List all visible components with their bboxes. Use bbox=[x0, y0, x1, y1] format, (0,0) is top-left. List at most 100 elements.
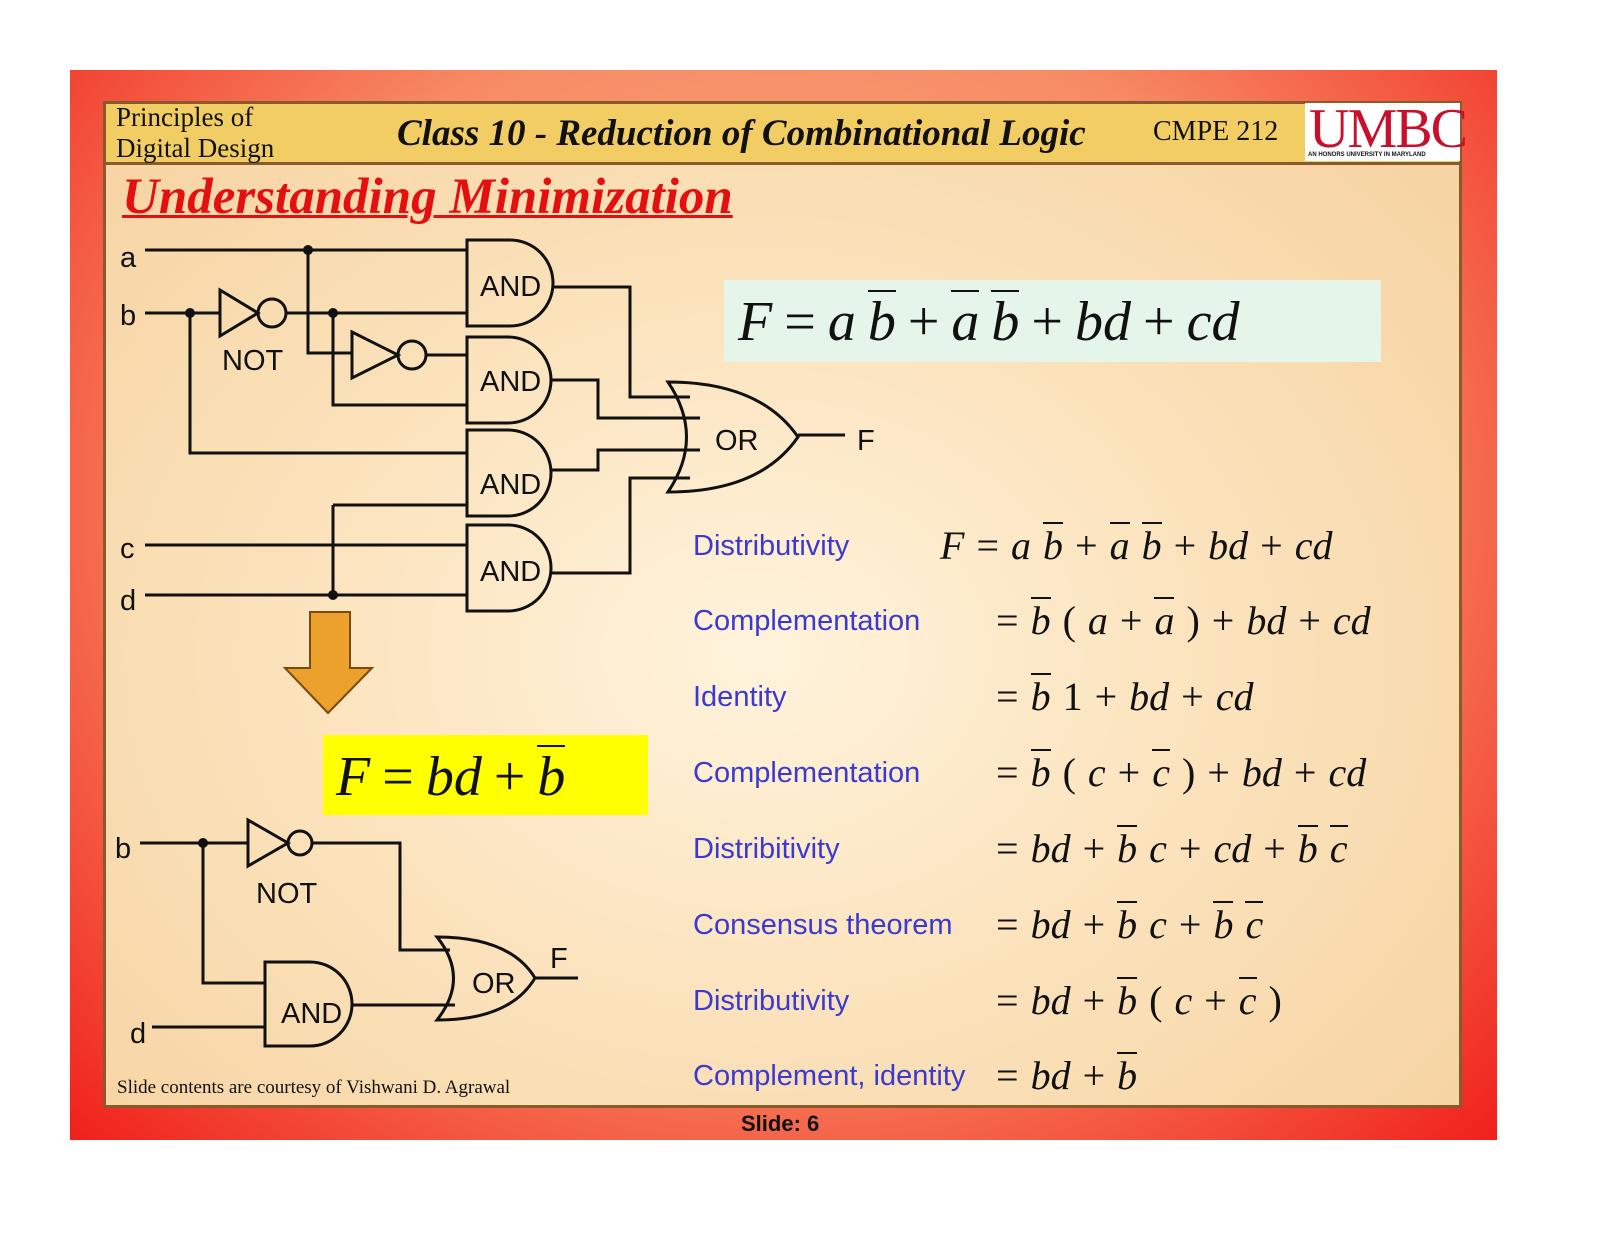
equation-token: = bbox=[996, 1053, 1019, 1098]
equation-token: = bbox=[996, 598, 1019, 643]
and-gate-label: AND bbox=[480, 556, 541, 588]
main-equation-box bbox=[724, 280, 1381, 362]
equation-token: F bbox=[738, 291, 773, 353]
down-arrow-icon bbox=[282, 611, 375, 715]
equation-token: ) bbox=[1186, 598, 1200, 643]
logo-text: UMBC bbox=[1309, 98, 1468, 160]
equation-token: = bbox=[996, 674, 1019, 719]
equation-token: + bbox=[1173, 523, 1197, 568]
or-gate-label: OR bbox=[472, 968, 516, 1000]
derivation-step-label: Complementation bbox=[693, 605, 921, 637]
equation-token: bd bbox=[1129, 674, 1170, 719]
class-title: Class 10 - Reduction of Combinational Lo… bbox=[397, 113, 1086, 154]
equation-token: = bbox=[996, 978, 1019, 1023]
complemented-variable: c bbox=[1238, 977, 1257, 1023]
and-gate-label: AND bbox=[281, 998, 342, 1030]
equation-token: = bbox=[996, 902, 1019, 947]
equation-token: ( bbox=[1062, 598, 1076, 643]
input-label-a: a bbox=[120, 242, 137, 274]
equation-token: = bbox=[976, 523, 999, 568]
equation-token: bd bbox=[1030, 902, 1071, 947]
equation-token: + bbox=[907, 291, 940, 353]
junction-dots bbox=[185, 245, 338, 848]
equation-token: ) bbox=[1181, 750, 1196, 795]
equation-token: bd bbox=[1030, 826, 1071, 871]
slide-heading: Understanding Minimization bbox=[122, 169, 733, 225]
slide-number: Slide: 6 bbox=[741, 1111, 820, 1136]
complemented-variable: c bbox=[1152, 749, 1170, 795]
equation-token: bd bbox=[1246, 598, 1287, 643]
complemented-variable: c bbox=[1329, 825, 1348, 871]
complemented-variable: a bbox=[1154, 597, 1175, 643]
equation-token: + bbox=[1031, 291, 1063, 353]
derivation-step-label: Complementation bbox=[693, 757, 921, 789]
complemented-variable: b bbox=[537, 745, 566, 808]
complemented-variable: b bbox=[1030, 597, 1051, 643]
equation-token: cd bbox=[1215, 674, 1254, 719]
equation-token: + bbox=[1204, 978, 1227, 1023]
equation-token: bd bbox=[1030, 1053, 1071, 1098]
course-code: CMPE 212 bbox=[1153, 116, 1279, 147]
and-gate-label: AND bbox=[480, 469, 541, 501]
derivation-step-equation: =bd+b bbox=[996, 1052, 1149, 1099]
equation-token: + bbox=[1178, 826, 1202, 871]
derivation-step-label: Identity bbox=[693, 681, 787, 713]
slide bbox=[103, 101, 1462, 1108]
complemented-variable: b bbox=[1141, 522, 1162, 568]
equation-token: cd bbox=[1328, 750, 1367, 795]
complemented-variable: b bbox=[867, 290, 896, 353]
equation-token: + bbox=[1211, 598, 1235, 643]
equation-token: bd bbox=[1208, 523, 1249, 568]
complemented-variable: b bbox=[1117, 1052, 1138, 1098]
derivation-step-equation: =b(a+a)+bd+cd bbox=[996, 597, 1383, 644]
equation-token: a bbox=[1011, 523, 1031, 568]
equation-token: = bbox=[996, 750, 1019, 795]
equation-token: + bbox=[1178, 902, 1202, 947]
complemented-variable: b bbox=[1117, 977, 1138, 1023]
equation-token: + bbox=[1181, 674, 1204, 719]
equation-token: a bbox=[1087, 598, 1108, 643]
equation-token: = bbox=[784, 291, 816, 353]
not-gate-label: NOT bbox=[222, 345, 284, 377]
equation-token: + bbox=[1094, 674, 1118, 719]
equation-token: F bbox=[336, 746, 371, 808]
result-equation-box bbox=[323, 735, 648, 815]
equation-token: + bbox=[1117, 750, 1141, 795]
logo-subtitle: AN HONORS UNIVERSITY IN MARYLAND bbox=[1308, 152, 1426, 158]
and-gate-label: AND bbox=[480, 366, 541, 398]
equation-token: + bbox=[1082, 978, 1106, 1023]
slide-header bbox=[103, 101, 1462, 165]
equation-token: + bbox=[1260, 523, 1283, 568]
equation-token: cd bbox=[1213, 826, 1252, 871]
equation-token: bd bbox=[425, 746, 482, 808]
or-gate-label: OR bbox=[715, 425, 759, 457]
equation-token: + bbox=[1119, 598, 1143, 643]
output-label-f: F bbox=[857, 425, 875, 457]
equation-token: bd bbox=[1241, 750, 1282, 795]
input-label-d: d bbox=[120, 585, 136, 617]
equation-token: + bbox=[493, 746, 526, 808]
derivation-step-label: Distributivity bbox=[693, 530, 850, 562]
equation-token: cd bbox=[1186, 291, 1240, 353]
equation-token: + bbox=[1082, 1053, 1106, 1098]
credit-text: Slide contents are courtesy of Vishwani … bbox=[117, 1077, 511, 1098]
complemented-variable: b bbox=[1030, 673, 1051, 719]
equation-token: c bbox=[1174, 978, 1193, 1023]
equation-token: + bbox=[1298, 598, 1321, 643]
equation-token: + bbox=[1207, 750, 1230, 795]
complemented-variable: a bbox=[1109, 522, 1130, 568]
not-gate-label: NOT bbox=[256, 878, 318, 910]
result-equation: F=bd+b bbox=[336, 745, 577, 809]
course-line: Digital Design bbox=[116, 133, 275, 163]
equation-token: + bbox=[1082, 826, 1106, 871]
equation-token: = bbox=[382, 746, 414, 808]
equation-token: c bbox=[1149, 826, 1167, 871]
equation-token: c bbox=[1087, 750, 1106, 795]
and-gate-label: AND bbox=[480, 271, 541, 303]
complemented-variable: b bbox=[1297, 825, 1318, 871]
input-label-d: d bbox=[130, 1018, 146, 1050]
